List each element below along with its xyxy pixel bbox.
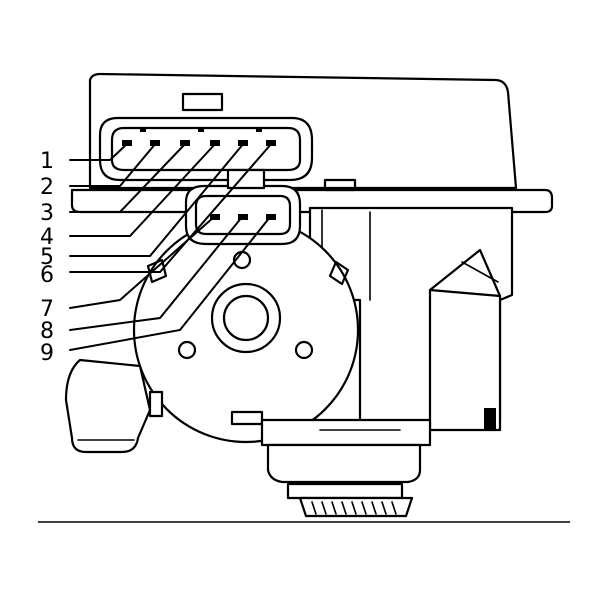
lower-connector	[184, 168, 302, 246]
motor-face	[132, 216, 360, 444]
callout-8: 8	[40, 319, 54, 344]
mounting-hole-right	[294, 340, 314, 360]
callout-7: 7	[40, 297, 54, 322]
callout-5: 5	[40, 245, 54, 270]
callout-4: 4	[40, 225, 54, 250]
callout-9: 9	[40, 341, 54, 366]
callout-2: 2	[40, 175, 54, 200]
callout-1: 1	[40, 149, 54, 174]
adjuster-knob	[298, 496, 414, 518]
callout-labels: 1 2 3 4 5 6 7 8 9	[40, 149, 54, 366]
callout-6: 6	[40, 263, 54, 288]
leader-lines	[69, 142, 273, 351]
left-bracket	[64, 358, 164, 454]
mounting-hole-left	[177, 340, 197, 360]
housing-tab	[181, 92, 224, 112]
callout-3: 3	[40, 201, 54, 226]
valve-body	[308, 178, 514, 432]
lower-base	[260, 418, 432, 518]
